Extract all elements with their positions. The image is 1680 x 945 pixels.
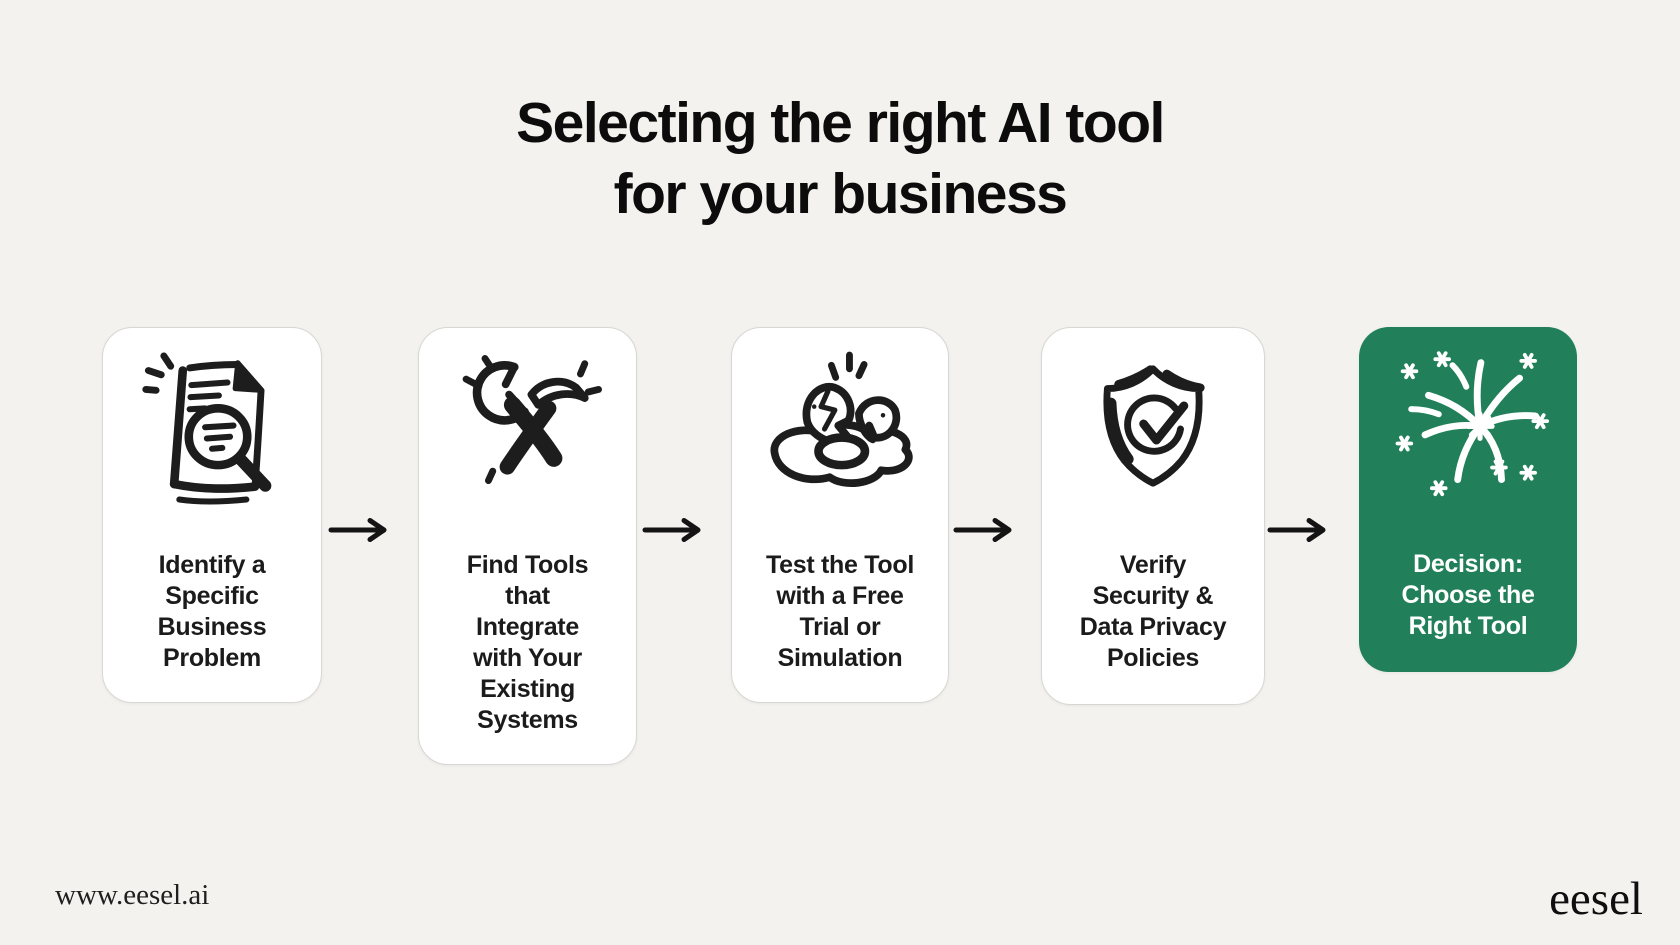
step-card-test-tool: Test the Tool with a Free Trial or Simul… [731,327,949,703]
step-card-verify-security: Verify Security & Data Privacy Policies [1041,327,1265,705]
step-label: Decision: Choose the Right Tool [1401,550,1535,640]
step-label: Find Tools that Integrate with Your Exis… [466,551,589,734]
step-card-identify-problem: Identify a Specific Business Problem [102,327,322,703]
step-label: Test the Tool with a Free Trial or Simul… [766,551,914,672]
flow-arrow-icon [1267,517,1329,543]
cracked-egg-icon [754,340,926,518]
step-label: Verify Security & Data Privacy Policies [1079,551,1227,672]
flow-arrow-icon [642,517,704,543]
wrench-hammer-icon [442,340,614,518]
shield-check-icon [1067,340,1239,518]
document-search-icon [126,340,298,518]
page-title: Selecting the right AI tool for your bus… [516,91,1165,226]
fireworks-icon [1382,339,1554,517]
flow-arrow-icon [953,517,1015,543]
flow-arrow-icon [328,517,390,543]
step-label: Identify a Specific Business Problem [157,551,267,672]
website-url: www.eesel.ai [55,879,210,911]
brand-logo: eesel [1549,873,1643,925]
step-card-find-tools: Find Tools that Integrate with Your Exis… [418,327,637,765]
step-card-decision: Decision: Choose the Right Tool [1359,327,1577,672]
